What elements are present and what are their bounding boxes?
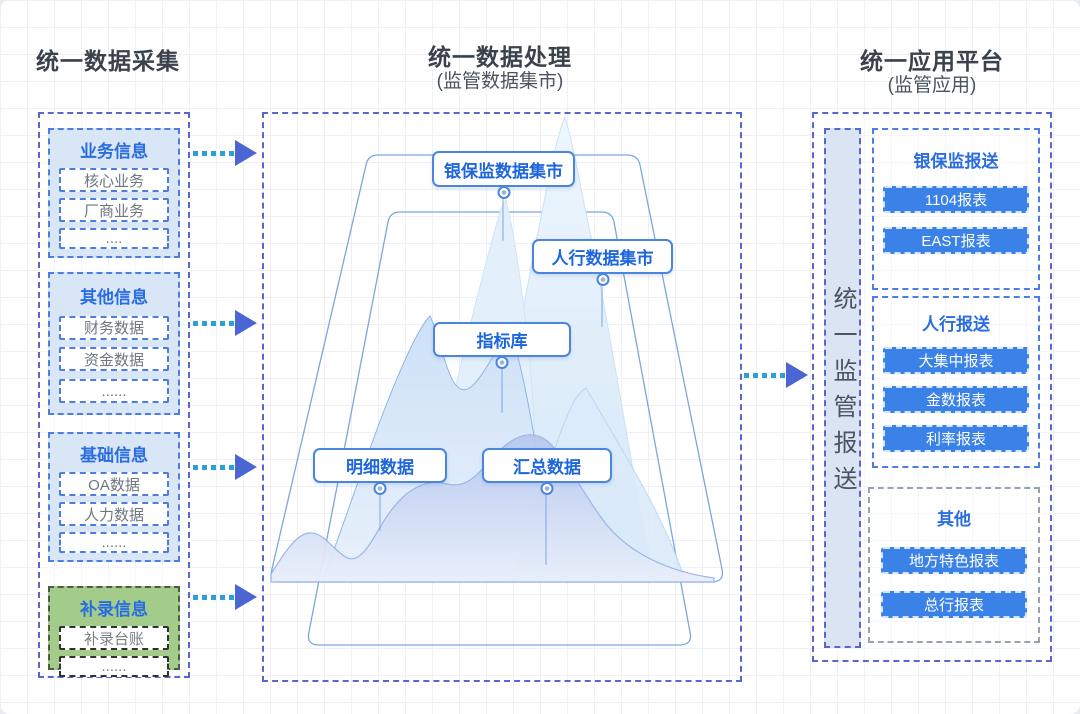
label-text: 人行数据集市 xyxy=(551,249,654,268)
group-supplement-info: 补录信息 补录台账 ...... xyxy=(48,586,180,677)
list-item: ...... xyxy=(59,532,169,553)
pin-icon xyxy=(596,273,609,286)
group-supplement-info-title: 补录信息 xyxy=(80,600,148,619)
flow-arrow xyxy=(193,140,257,166)
label-summary-data: 汇总数据 xyxy=(482,448,612,495)
unified-regulatory-reporting-bar: 统一监管报送 xyxy=(824,128,861,648)
arrowhead-icon xyxy=(235,454,257,480)
report-item: 地方特色报表 xyxy=(881,547,1027,574)
pin-icon xyxy=(540,482,554,495)
arrowhead-icon xyxy=(235,140,257,166)
processing-title: 统一数据处理 xyxy=(428,44,572,70)
processing-frame xyxy=(262,112,742,682)
group-other-info-title: 其他信息 xyxy=(80,287,148,307)
list-item: ...... xyxy=(59,656,169,677)
group-business-info: 业务信息 核心业务 厂商业务 .... xyxy=(48,128,180,258)
pin-icon xyxy=(497,186,510,199)
label-text: 指标库 xyxy=(476,332,528,351)
dotted-line xyxy=(193,150,235,156)
label-cbirc-data-mart: 银保监数据集市 xyxy=(432,151,575,199)
arrowhead-icon xyxy=(786,362,808,388)
label-text: 银保监数据集市 xyxy=(444,161,563,181)
group-basic-info: 基础信息 OA数据 人力数据 ...... xyxy=(48,432,180,562)
flow-arrow xyxy=(193,584,257,610)
application-title: 统一应用平台 xyxy=(860,48,1004,74)
group-cbirc-reporting: 银保监报送 1104报表 EAST报表 xyxy=(872,128,1040,290)
arrowhead-icon xyxy=(235,310,257,336)
list-item: 核心业务 xyxy=(59,168,169,192)
pin-icon xyxy=(495,356,509,369)
group-other-reporting: 其他 地方特色报表 总行报表 xyxy=(868,487,1040,643)
group-other-reporting-title: 其他 xyxy=(937,510,971,529)
label-detail-data: 明细数据 xyxy=(313,448,447,495)
label-pboc-data-mart: 人行数据集市 xyxy=(532,239,673,286)
flow-arrow xyxy=(744,362,808,388)
flow-arrow xyxy=(193,454,257,480)
label-text: 汇总数据 xyxy=(513,458,581,477)
group-other-info: 其他信息 财务数据 资金数据 ...... xyxy=(48,272,180,415)
group-pboc-reporting: 人行报送 大集中报表 金数报表 利率报表 xyxy=(872,296,1040,468)
flow-arrow xyxy=(193,310,257,336)
dotted-line xyxy=(193,464,235,470)
report-item: 利率报表 xyxy=(883,425,1029,452)
list-item: .... xyxy=(59,228,169,249)
group-cbirc-reporting-title: 银保监报送 xyxy=(913,152,999,171)
group-business-info-title: 业务信息 xyxy=(80,142,148,161)
list-item: 补录台账 xyxy=(59,626,169,650)
processing-subtitle: (监管数据集市) xyxy=(436,71,564,92)
collection-title: 统一数据采集 xyxy=(36,48,180,74)
list-item: 资金数据 xyxy=(59,347,169,372)
pin-icon xyxy=(373,482,387,495)
list-item: 人力数据 xyxy=(59,502,169,526)
label-indicator-library: 指标库 xyxy=(433,322,571,369)
group-basic-info-title: 基础信息 xyxy=(80,446,148,465)
list-item: 财务数据 xyxy=(59,315,169,340)
list-item: 厂商业务 xyxy=(59,198,169,222)
report-item: EAST报表 xyxy=(883,227,1029,254)
arrowhead-icon xyxy=(235,584,257,610)
list-item: OA数据 xyxy=(59,472,169,496)
report-item: 金数报表 xyxy=(883,386,1029,413)
report-item: 1104报表 xyxy=(883,186,1029,213)
report-item: 总行报表 xyxy=(881,591,1027,618)
dotted-line xyxy=(744,372,786,378)
group-pboc-reporting-title: 人行报送 xyxy=(922,315,990,334)
dotted-line xyxy=(193,594,235,600)
label-text: 明细数据 xyxy=(346,458,414,477)
report-item: 大集中报表 xyxy=(883,347,1029,374)
application-subtitle: (监管应用) xyxy=(887,75,977,96)
dotted-line xyxy=(193,320,235,326)
list-item: ...... xyxy=(59,379,169,404)
